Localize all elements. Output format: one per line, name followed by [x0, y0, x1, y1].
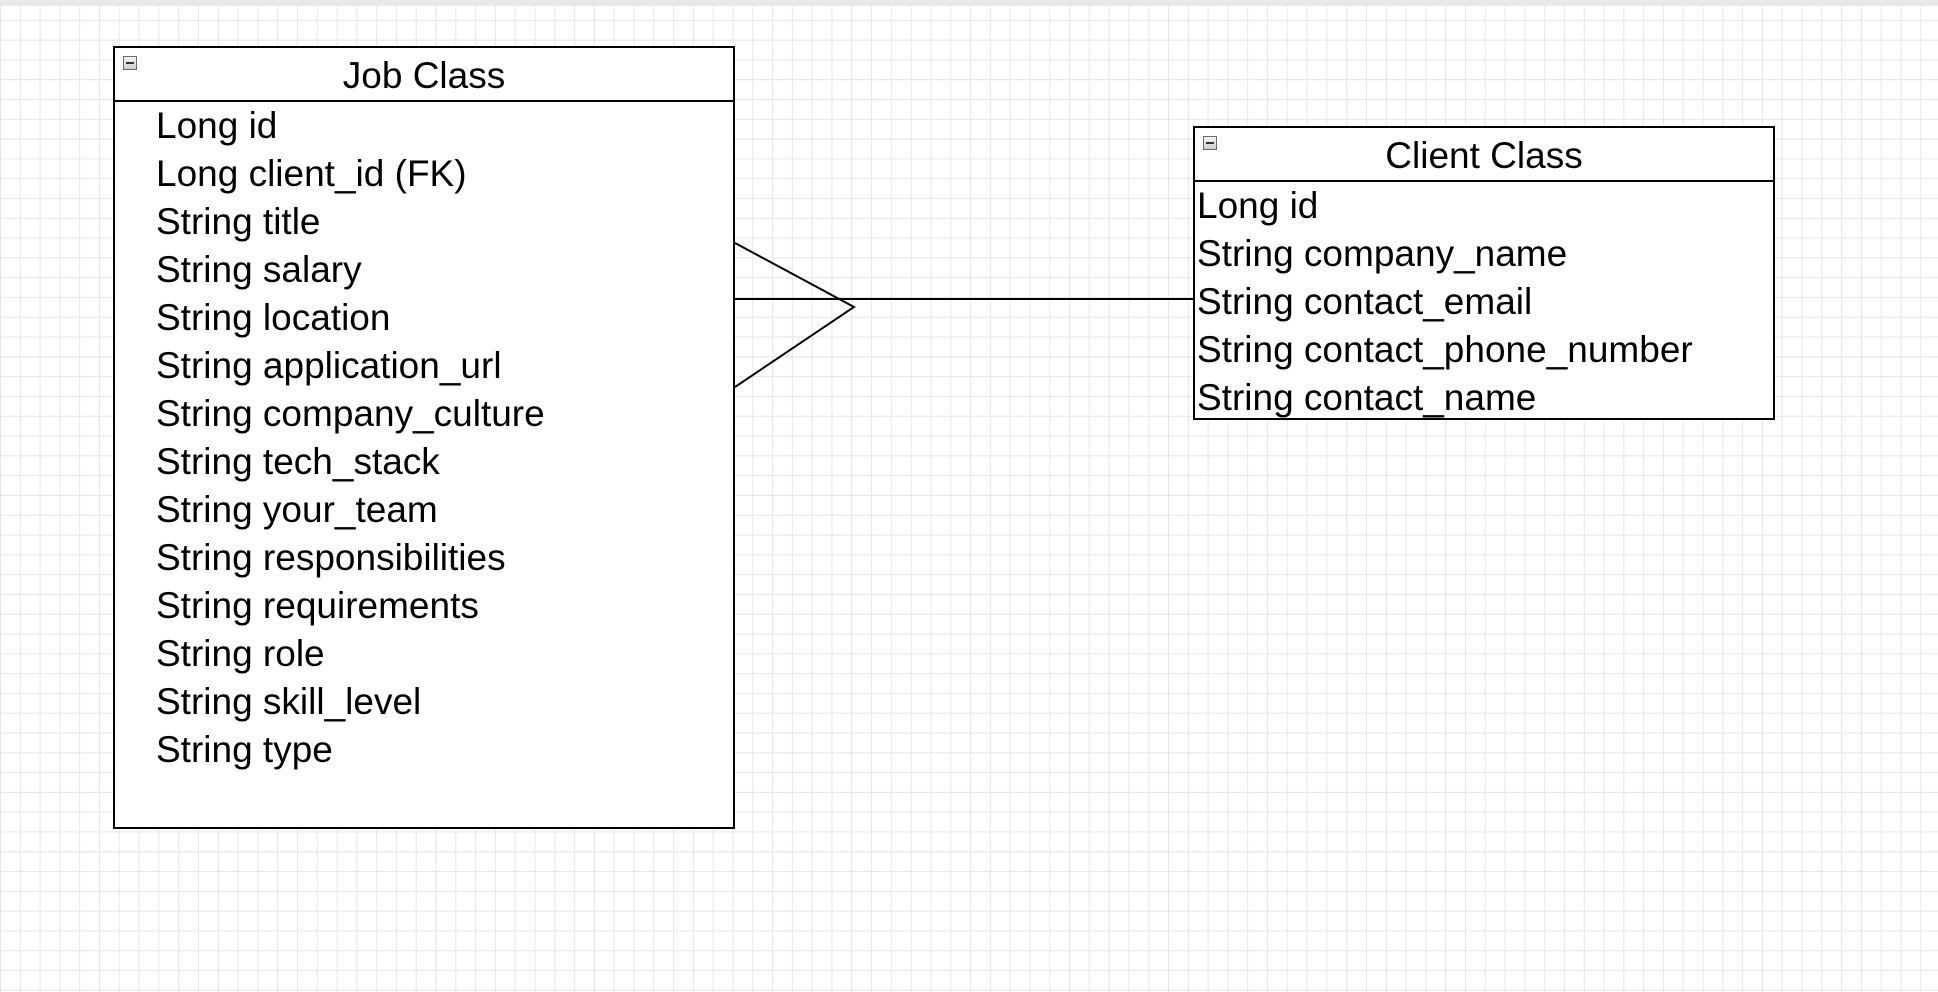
- job-field[interactable]: String skill_level: [156, 681, 422, 722]
- job-field[interactable]: String your_team: [156, 489, 438, 530]
- job-field[interactable]: Long client_id (FK): [156, 153, 467, 194]
- client-field[interactable]: Long id: [1197, 185, 1319, 226]
- client-field[interactable]: String contact_name: [1197, 377, 1537, 418]
- client-class-header[interactable]: Client Class: [1195, 128, 1773, 182]
- job-class-fields: Long id Long client_id (FK) String title…: [115, 102, 733, 774]
- client-class-box[interactable]: Client Class Long id String company_name…: [1193, 126, 1775, 420]
- collapse-icon[interactable]: [1203, 136, 1217, 150]
- canvas-top-edge: [0, 0, 1938, 6]
- job-class-box[interactable]: Job Class Long id Long client_id (FK) St…: [113, 46, 735, 829]
- job-field[interactable]: String role: [156, 633, 325, 674]
- job-field[interactable]: String application_url: [156, 345, 502, 386]
- job-field[interactable]: String salary: [156, 249, 362, 290]
- client-class-fields: Long id String company_name String conta…: [1195, 182, 1773, 422]
- client-field[interactable]: String contact_email: [1197, 281, 1533, 322]
- collapse-icon[interactable]: [123, 56, 137, 70]
- job-field[interactable]: String title: [156, 201, 321, 242]
- job-field[interactable]: String responsibilities: [156, 537, 506, 578]
- crow-foot-icon: [734, 242, 856, 388]
- job-field[interactable]: Long id: [156, 105, 278, 146]
- job-field[interactable]: String location: [156, 297, 391, 338]
- job-class-title: Job Class: [342, 55, 506, 96]
- client-class-title: Client Class: [1385, 135, 1583, 176]
- job-field[interactable]: String tech_stack: [156, 441, 440, 482]
- job-field[interactable]: String requirements: [156, 585, 479, 626]
- job-field[interactable]: String type: [156, 729, 333, 770]
- client-field[interactable]: String company_name: [1197, 233, 1568, 274]
- job-class-header[interactable]: Job Class: [115, 48, 733, 102]
- job-field[interactable]: String company_culture: [156, 393, 545, 434]
- client-field[interactable]: String contact_phone_number: [1197, 329, 1693, 370]
